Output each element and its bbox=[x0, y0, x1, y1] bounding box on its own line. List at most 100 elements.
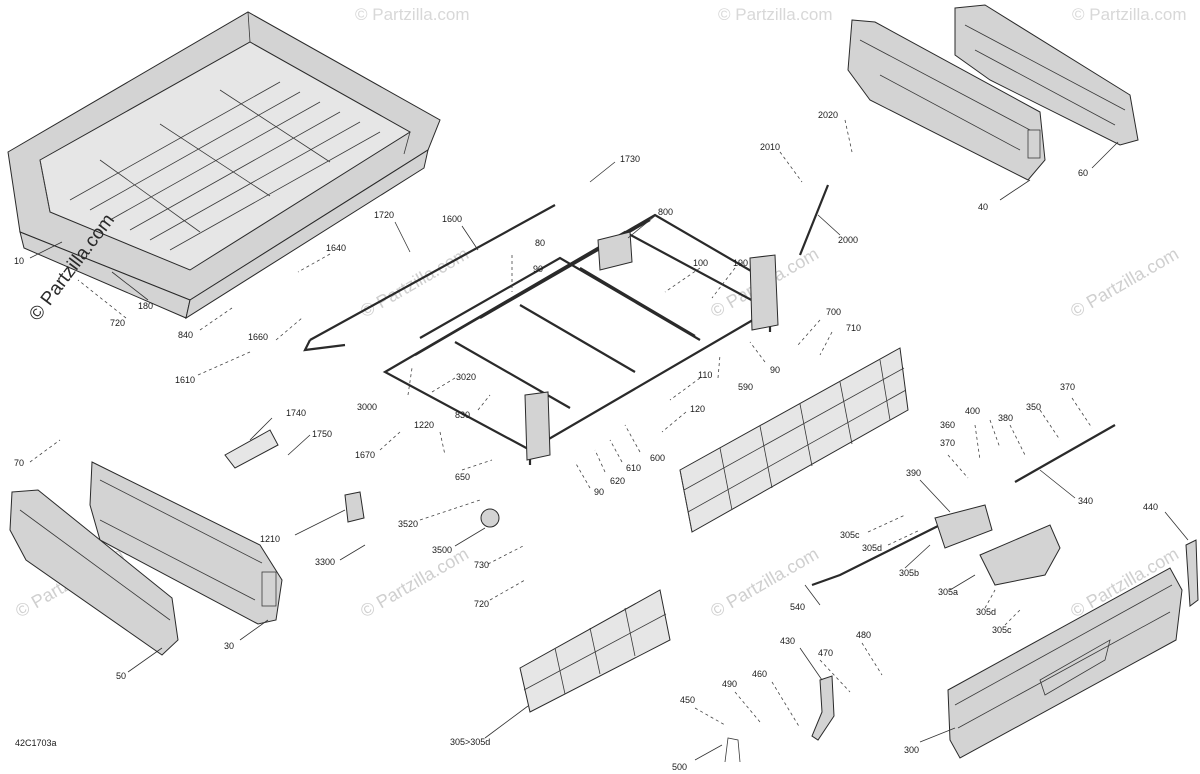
part-callout-label: 2010 bbox=[760, 142, 780, 152]
part-callout-label: 450 bbox=[680, 695, 695, 705]
part-callout-label: 305d bbox=[976, 607, 996, 617]
part-callout-label: 305d bbox=[862, 543, 882, 553]
part-callout-label: 305b bbox=[899, 568, 919, 578]
part-callout-label: 700 bbox=[826, 307, 841, 317]
part-callout-label: 3520 bbox=[398, 519, 418, 529]
part-callout-label: 430 bbox=[780, 636, 795, 646]
part-callout-label: 305a bbox=[938, 587, 958, 597]
part-callout-label: 360 bbox=[940, 420, 955, 430]
part-callout-label: 590 bbox=[738, 382, 753, 392]
part-callout-label: 1220 bbox=[414, 420, 434, 430]
leader-lines bbox=[29, 119, 1189, 761]
part-callout-label: 30 bbox=[224, 641, 234, 651]
latch-rod-lower bbox=[811, 424, 1116, 587]
part-callout-label: 2000 bbox=[838, 235, 858, 245]
side-panel-inner bbox=[89, 461, 283, 625]
part-callout-label: 710 bbox=[846, 323, 861, 333]
part-callout-label: 1750 bbox=[312, 429, 332, 439]
part-callout-label: 60 bbox=[1078, 168, 1088, 178]
part-callout-label: 80 bbox=[535, 238, 545, 248]
hinge-bracket bbox=[811, 675, 835, 741]
part-callout-label: 1730 bbox=[620, 154, 640, 164]
part-callout-label: 110 bbox=[698, 370, 712, 380]
part-callout-label: 620 bbox=[610, 476, 625, 486]
part-callout-label: 370 bbox=[940, 438, 955, 448]
part-callout-label: 40 bbox=[978, 202, 988, 212]
part-callout-label: 1610 bbox=[175, 375, 195, 385]
latch-rod-upper bbox=[303, 204, 556, 352]
part-callout-label: 3500 bbox=[432, 545, 452, 555]
part-callout-label: 490 bbox=[722, 679, 737, 689]
part-callout-label: 480 bbox=[856, 630, 871, 640]
part-callout-label: 500 bbox=[672, 762, 687, 772]
tailgate-lower-grid bbox=[519, 589, 671, 713]
part-callout-label: 720 bbox=[474, 599, 489, 609]
part-callout-label: 400 bbox=[965, 406, 980, 416]
tailgate-outer-panel bbox=[947, 567, 1183, 759]
watermark-text: © Partzilla.com bbox=[357, 543, 472, 621]
watermark-text: © Partzilla.com bbox=[1067, 243, 1182, 321]
part-callout-label: 340 bbox=[1078, 496, 1093, 506]
cap-part bbox=[480, 508, 500, 528]
gas-strut bbox=[798, 184, 830, 256]
seat-back-right-part bbox=[954, 4, 1139, 146]
part-callout-label: 650 bbox=[455, 472, 470, 482]
tailgate-inner-grid bbox=[679, 347, 909, 533]
part-callout-label: 730 bbox=[474, 560, 489, 570]
mount-plate bbox=[224, 429, 279, 469]
part-callout-label: 3020 bbox=[456, 372, 476, 382]
part-callout-label: 370 bbox=[1060, 382, 1075, 392]
part-callout-label: 3000 bbox=[357, 402, 377, 412]
part-callout-label: 1600 bbox=[442, 214, 462, 224]
part-callout-label: 460 bbox=[752, 669, 767, 679]
diagram-code: 42C1703a bbox=[15, 738, 57, 748]
watermark-text: © Partzilla.com bbox=[1072, 5, 1187, 24]
part-callout-label: 840 bbox=[178, 330, 193, 340]
part-callout-label: 470 bbox=[818, 648, 833, 658]
part-callout-label: 70 bbox=[14, 458, 24, 468]
part-callout-label: 90 bbox=[594, 487, 604, 497]
part-callout-label: 190 bbox=[733, 258, 748, 268]
cargo-frame bbox=[382, 213, 779, 465]
part-callout-label: 1210 bbox=[260, 534, 280, 544]
side-bracket bbox=[1185, 539, 1199, 607]
side-panel-outer bbox=[9, 489, 179, 656]
part-callout-label: 350 bbox=[1026, 402, 1041, 412]
latch-cable bbox=[724, 737, 741, 763]
cargo-box bbox=[7, 11, 441, 320]
part-callout-label: 1660 bbox=[248, 332, 268, 342]
handle-bracket bbox=[344, 491, 365, 523]
part-callout-label: 830 bbox=[455, 410, 470, 420]
part-callout-label: 720 bbox=[110, 318, 125, 328]
part-callout-label: 90 bbox=[533, 264, 543, 274]
part-callout-label: 120 bbox=[690, 404, 705, 414]
part-callout-label: 1740 bbox=[286, 408, 306, 418]
part-callout-label: 1670 bbox=[355, 450, 375, 460]
part-callout-label: 2020 bbox=[818, 110, 838, 120]
part-callout-label: 305c bbox=[840, 530, 860, 540]
part-callout-label: 3300 bbox=[315, 557, 335, 567]
part-callout-label: 1720 bbox=[374, 210, 394, 220]
part-callout-label: 390 bbox=[906, 468, 921, 478]
part-callout-label: 305>305d bbox=[450, 737, 490, 747]
part-callout-label: 300 bbox=[904, 745, 919, 755]
part-callout-label: 800 bbox=[658, 207, 673, 217]
part-callout-label: 100 bbox=[693, 258, 708, 268]
part-callout-label: 380 bbox=[998, 413, 1013, 423]
part-callout-label: 1640 bbox=[326, 243, 346, 253]
part-callout-label: 50 bbox=[116, 671, 126, 681]
part-callout-label: 600 bbox=[650, 453, 665, 463]
latch-cover bbox=[979, 524, 1061, 586]
part-callout-label: 610 bbox=[626, 463, 641, 473]
watermark-text: © Partzilla.com bbox=[718, 5, 833, 24]
part-callout-label: 90 bbox=[770, 365, 780, 375]
part-callout-label: 180 bbox=[138, 301, 153, 311]
callout-labels: 10 180 720 840 1720 1600 1640 1660 1610 1730 80 800… bbox=[14, 110, 1158, 772]
watermark-text: © Partzilla.com bbox=[355, 5, 470, 24]
part-callout-label: 440 bbox=[1143, 502, 1158, 512]
part-callout-label: 10 bbox=[14, 256, 24, 266]
latch-housing bbox=[934, 504, 993, 549]
part-callout-label: 305c bbox=[992, 625, 1012, 635]
